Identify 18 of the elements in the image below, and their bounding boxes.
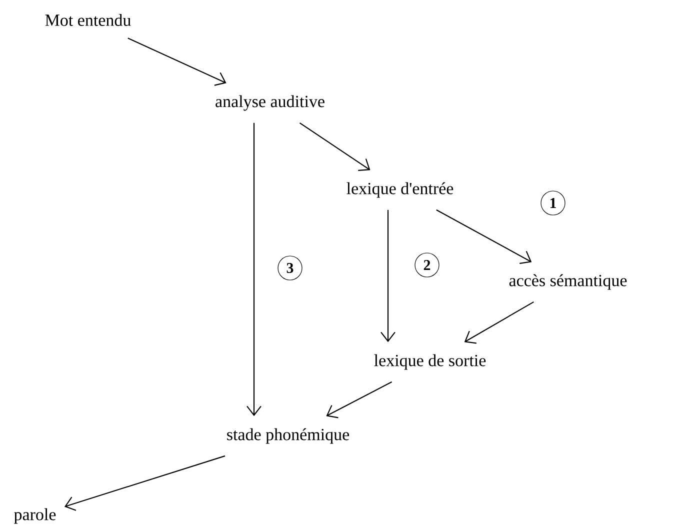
node-text: analyse auditive (216, 95, 324, 111)
callout-number: 3 (278, 256, 302, 280)
arrow (436, 209, 532, 264)
arrow (326, 381, 392, 418)
node-text: Mot entendu (45, 14, 131, 26)
arrow (299, 122, 370, 171)
node-text: stade phonémique (227, 428, 350, 444)
arrow (464, 301, 534, 344)
arrow (246, 122, 262, 416)
node-text: lexique d'entrée (346, 182, 454, 198)
arrow (380, 210, 396, 342)
arrow (128, 38, 226, 86)
callout-number: 2 (414, 252, 440, 278)
callout-number: 1 (540, 190, 566, 216)
arrow (64, 455, 226, 511)
node-text: lexique de sortie (374, 354, 486, 370)
node-text: parole (14, 508, 56, 524)
node-text: accès sémantique (509, 274, 627, 290)
